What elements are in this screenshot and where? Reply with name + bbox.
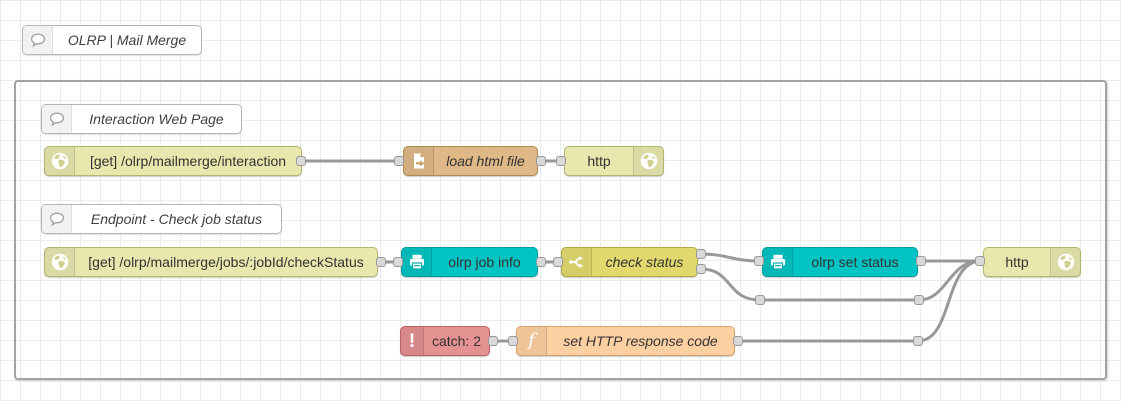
wire[interactable] [917, 259, 982, 302]
node-label: load html file [446, 153, 525, 169]
output-port[interactable] [536, 156, 546, 166]
node-label: set HTTP response code [563, 333, 718, 349]
node-load-html-file[interactable]: load html file [403, 146, 538, 176]
wire[interactable] [699, 267, 762, 302]
comment-node-interaction[interactable]: Interaction Web Page [41, 104, 242, 134]
globe-icon [1050, 248, 1080, 276]
node-catch[interactable]: ! catch: 2 [400, 326, 490, 356]
comment-bubble-icon [42, 205, 72, 233]
comment-node-endpoint[interactable]: Endpoint - Check job status [41, 204, 282, 234]
output-port[interactable] [916, 256, 926, 266]
node-label: olrp job info [448, 254, 521, 270]
output-port[interactable] [733, 336, 743, 346]
output-port[interactable] [536, 257, 546, 267]
input-port[interactable] [556, 156, 566, 166]
wire-junction[interactable] [755, 295, 765, 305]
wire-junction[interactable] [914, 295, 924, 305]
node-olrp-set-status[interactable]: olrp set status [762, 247, 918, 277]
node-label: [get] /olrp/mailmerge/interaction [89, 153, 287, 169]
wire[interactable] [916, 259, 982, 343]
comment-node-title[interactable]: OLRP | Mail Merge [22, 25, 202, 55]
printer-icon [402, 248, 432, 276]
comment-bubble-icon [23, 26, 53, 54]
input-port[interactable] [394, 156, 404, 166]
flow-group[interactable] [14, 80, 1107, 380]
globe-icon [45, 248, 75, 276]
input-port[interactable] [754, 256, 764, 266]
input-port[interactable] [553, 257, 563, 267]
node-label: [get] /olrp/mailmerge/jobs/:jobId/checkS… [88, 254, 364, 270]
node-set-http-response-code[interactable]: f set HTTP response code [516, 326, 735, 356]
output-port[interactable] [296, 156, 306, 166]
node-check-status[interactable]: check status [561, 247, 698, 277]
node-http-response-1[interactable]: http [564, 146, 664, 176]
globe-icon [633, 147, 663, 175]
node-label: olrp set status [811, 254, 899, 270]
wire[interactable] [699, 252, 761, 263]
output-port-1[interactable] [696, 249, 706, 259]
input-port[interactable] [975, 256, 985, 266]
node-http-in-checkstatus[interactable]: [get] /olrp/mailmerge/jobs/:jobId/checkS… [44, 247, 378, 277]
wire-junction[interactable] [913, 336, 923, 346]
globe-icon [45, 147, 75, 175]
exclamation-icon: ! [401, 327, 424, 355]
comment-label: Interaction Web Page [89, 111, 224, 127]
file-in-icon [404, 147, 434, 175]
printer-icon [763, 248, 793, 276]
node-label: http [1005, 254, 1029, 270]
node-http-response-2[interactable]: http [983, 247, 1081, 277]
comment-label: Endpoint - Check job status [90, 211, 263, 227]
node-olrp-job-info[interactable]: olrp job info [401, 247, 538, 277]
node-label: http [587, 153, 611, 169]
input-port[interactable] [508, 336, 518, 346]
node-label: catch: 2 [431, 333, 481, 349]
node-label: check status [605, 254, 684, 270]
function-icon: f [517, 327, 547, 355]
switch-icon [562, 248, 592, 276]
node-http-in-interaction[interactable]: [get] /olrp/mailmerge/interaction [44, 146, 302, 176]
output-port-2[interactable] [696, 264, 706, 274]
comment-label: OLRP | Mail Merge [67, 32, 187, 48]
input-port[interactable] [393, 257, 403, 267]
comment-bubble-icon [42, 105, 72, 133]
output-port[interactable] [376, 257, 386, 267]
output-port[interactable] [488, 336, 498, 346]
